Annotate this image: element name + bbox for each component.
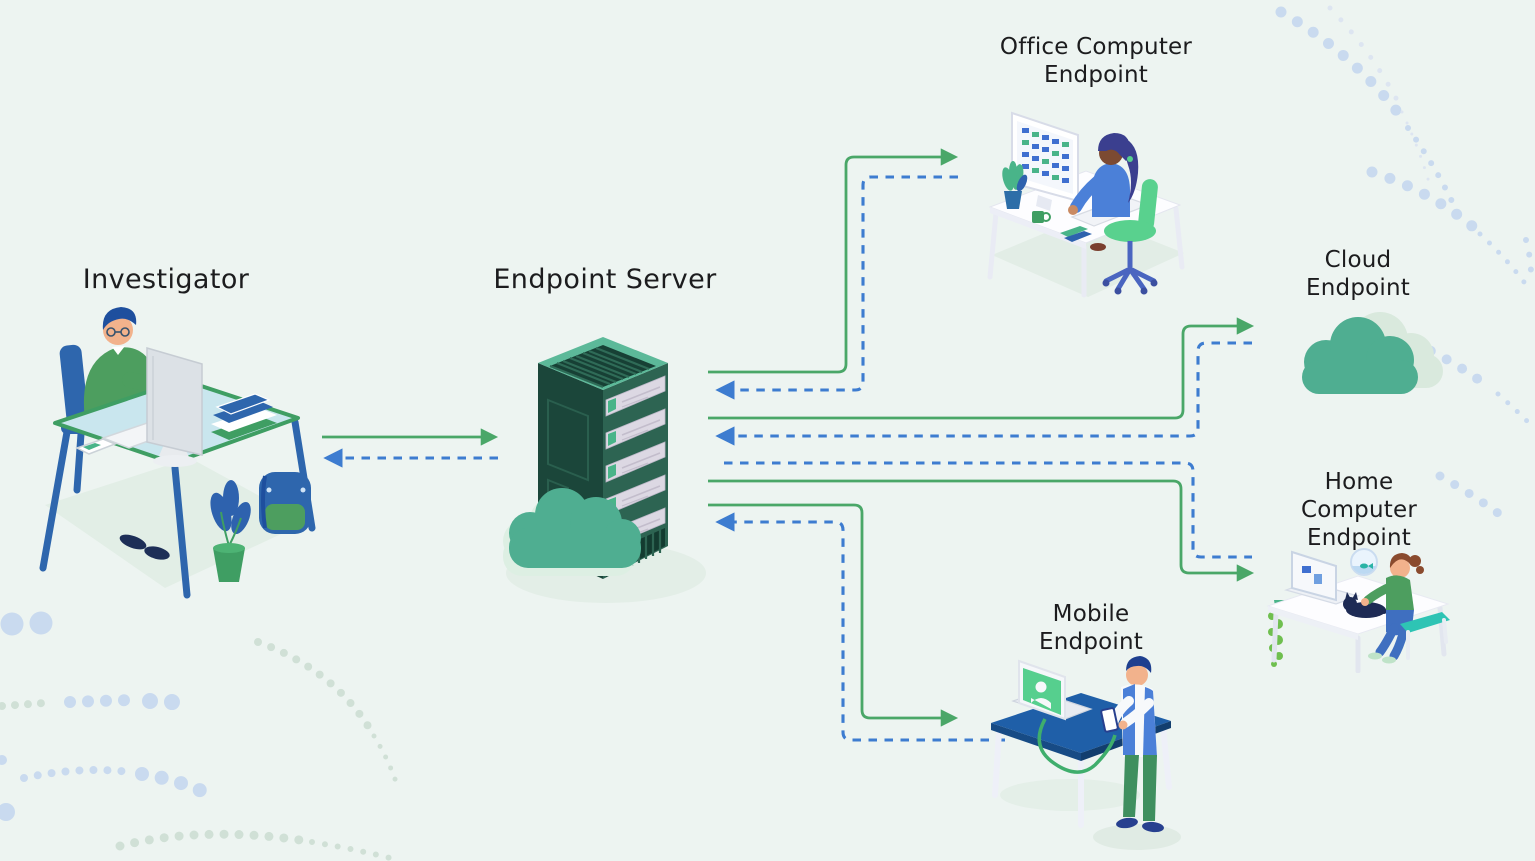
office-chair <box>1102 179 1158 295</box>
mobile-cable <box>1037 718 1117 774</box>
edge-server-to-home-dashed <box>724 461 1252 559</box>
cloud-label: Cloud Endpoint <box>1306 247 1410 301</box>
home-bench <box>1400 612 1450 660</box>
mobile-person <box>1100 656 1164 833</box>
server-cloud <box>503 488 641 576</box>
investigator-shadow <box>45 458 307 588</box>
office-monitor-screen-tiles <box>1022 128 1069 183</box>
server-illustration <box>503 337 706 603</box>
home-laptop <box>1284 550 1360 605</box>
investigator-plant <box>210 480 251 582</box>
mobile-label: Mobile Endpoint <box>1039 601 1143 655</box>
investigator-label: Investigator <box>82 264 250 295</box>
edge-office-to-server <box>715 175 958 400</box>
edge-server-to-office <box>708 148 959 374</box>
home-label: Home Computer Endpoint <box>1301 469 1417 551</box>
office-label: Office Computer Endpoint <box>999 34 1193 88</box>
mobile-illustration <box>991 656 1181 850</box>
home-fishbowl <box>1350 548 1378 576</box>
edge-mobile-to-server <box>715 512 1005 742</box>
office-monitor <box>1011 111 1079 211</box>
mobile-desk-shadow <box>1000 779 1140 811</box>
investigator-backpack <box>259 472 311 534</box>
dots-top-right <box>1275 5 1535 521</box>
home-illustration <box>1266 548 1450 673</box>
investigator-books <box>211 393 277 440</box>
office-mug <box>1032 211 1051 223</box>
edge-cloud-to-server <box>715 341 1252 446</box>
cloud-icon <box>1302 317 1418 394</box>
office-phone <box>1060 226 1092 242</box>
office-person <box>1068 133 1139 217</box>
server-label: Endpoint Server <box>493 264 717 295</box>
investigator-illustration <box>39 307 316 599</box>
investigator-tablet <box>75 438 118 455</box>
office-illustration <box>987 111 1185 298</box>
office-plant <box>1002 161 1028 209</box>
edge-server-to-cloud <box>708 317 1255 420</box>
cloud-illustration <box>1302 312 1443 394</box>
edge-server-to-mobile <box>708 503 959 727</box>
edge-server-to-home <box>708 479 1255 582</box>
mobile-person-shadow <box>1093 824 1181 850</box>
investigator-monitor <box>146 347 203 467</box>
dots-bottom-left <box>0 610 401 861</box>
mobile-phone <box>1100 707 1119 733</box>
mobile-laptop <box>1011 659 1093 721</box>
